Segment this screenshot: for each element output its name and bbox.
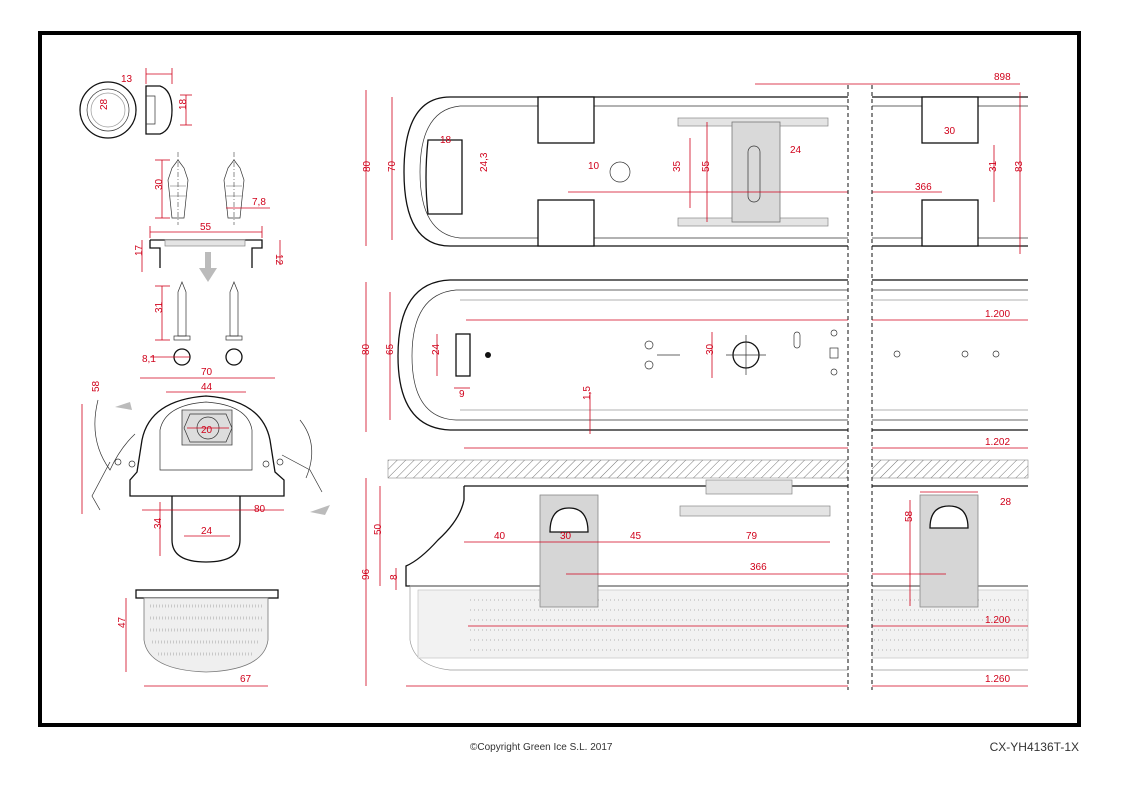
dim-section-width: 70 [201, 367, 213, 378]
dim-tray-width: 80 [361, 343, 372, 355]
dim-top-cap-height: 24,3 [479, 152, 490, 172]
break-lines [847, 85, 873, 690]
dim-top-end-total: 83 [1014, 160, 1025, 172]
dim-section-height: 58 [91, 380, 102, 392]
dim-tray-gap: 1,5 [582, 386, 593, 400]
dim-side-body: 50 [373, 523, 384, 535]
dim-side-height: 96 [361, 568, 372, 580]
sheet-border [38, 31, 1081, 727]
dim-side-d: 79 [746, 531, 758, 542]
dim-tray-latch-width: 9 [459, 389, 465, 400]
wall-plug-detail: 30 7,8 [154, 152, 270, 225]
dim-tray-total: 1.202 [985, 437, 1010, 448]
dim-top-total: 898 [994, 72, 1011, 83]
dim-top-spacing: 366 [915, 182, 932, 193]
dim-side-base: 8 [389, 574, 400, 580]
dim-side-c: 45 [630, 531, 642, 542]
end-cap-detail: 13 28 18 [79, 68, 192, 139]
screw-detail: 31 8,1 [142, 281, 243, 366]
dim-top-width: 80 [362, 160, 373, 172]
dim-tray-knob: 30 [705, 343, 716, 355]
dim-end-cap-height: 18 [178, 98, 189, 110]
copyright-text: ©Copyright Green Ice S.L. 2017 [470, 742, 613, 753]
dim-section-height2: 34 [153, 517, 164, 529]
dim-side-a: 40 [494, 531, 506, 542]
dim-side-clip-height: 58 [904, 510, 915, 522]
dim-top-end-height: 31 [988, 160, 999, 172]
dim-side-b: 30 [560, 531, 572, 542]
dim-diffuser-height: 47 [117, 616, 128, 628]
dim-top-clip-height: 35 [672, 160, 683, 172]
dim-section-lens: 24 [201, 526, 213, 537]
dim-top-end-clip: 30 [944, 126, 956, 137]
dim-screw-length: 31 [154, 301, 165, 313]
diffuser-end-detail: 47 67 [117, 589, 279, 687]
dim-top-knob: 10 [588, 161, 600, 172]
dim-side-spacing: 366 [750, 562, 767, 573]
tray-view: 80 65 24 9 30 1,5 1.200 1.202 [361, 279, 1028, 449]
dim-top-cap-width: 18 [440, 135, 452, 146]
dim-end-cap-depth: 13 [121, 74, 133, 85]
dim-tray-length: 1.200 [985, 309, 1010, 320]
dim-clip-step: 12 [273, 254, 284, 266]
dim-section-hole: 20 [201, 425, 213, 436]
dim-tray-inner: 65 [385, 343, 396, 355]
dim-side-tube: 1.200 [985, 615, 1010, 626]
dim-diffuser-width: 67 [240, 674, 252, 685]
dim-clip-height: 17 [134, 244, 145, 256]
ceiling-clip-detail: 55 17 12 [134, 222, 284, 282]
top-view: 80 70 18 24,3 10 35 55 24 366 898 30 31 … [362, 72, 1028, 254]
dim-clip-width: 55 [200, 222, 212, 233]
dim-side-clip-width: 28 [1000, 497, 1012, 508]
dim-top-clip-height2: 55 [701, 160, 712, 172]
dim-screw-diameter: 8,1 [142, 354, 156, 365]
dim-side-overall: 1.260 [985, 674, 1010, 685]
dim-end-cap-diameter: 28 [99, 98, 110, 110]
side-view: 96 50 8 40 30 45 79 366 28 58 1.200 1.26… [361, 459, 1029, 687]
dim-section-base: 80 [254, 504, 266, 515]
model-code: CX-YH4136T-1X [989, 740, 1079, 754]
dim-tray-latch: 24 [431, 343, 442, 355]
dim-top-inner: 70 [387, 160, 398, 172]
dim-plug-length: 30 [154, 178, 165, 190]
dim-plug-width: 7,8 [252, 197, 266, 208]
dim-top-slot: 24 [790, 145, 802, 156]
dim-section-top: 44 [201, 382, 213, 393]
cross-section-detail: 70 44 20 58 80 34 24 [81, 367, 330, 563]
